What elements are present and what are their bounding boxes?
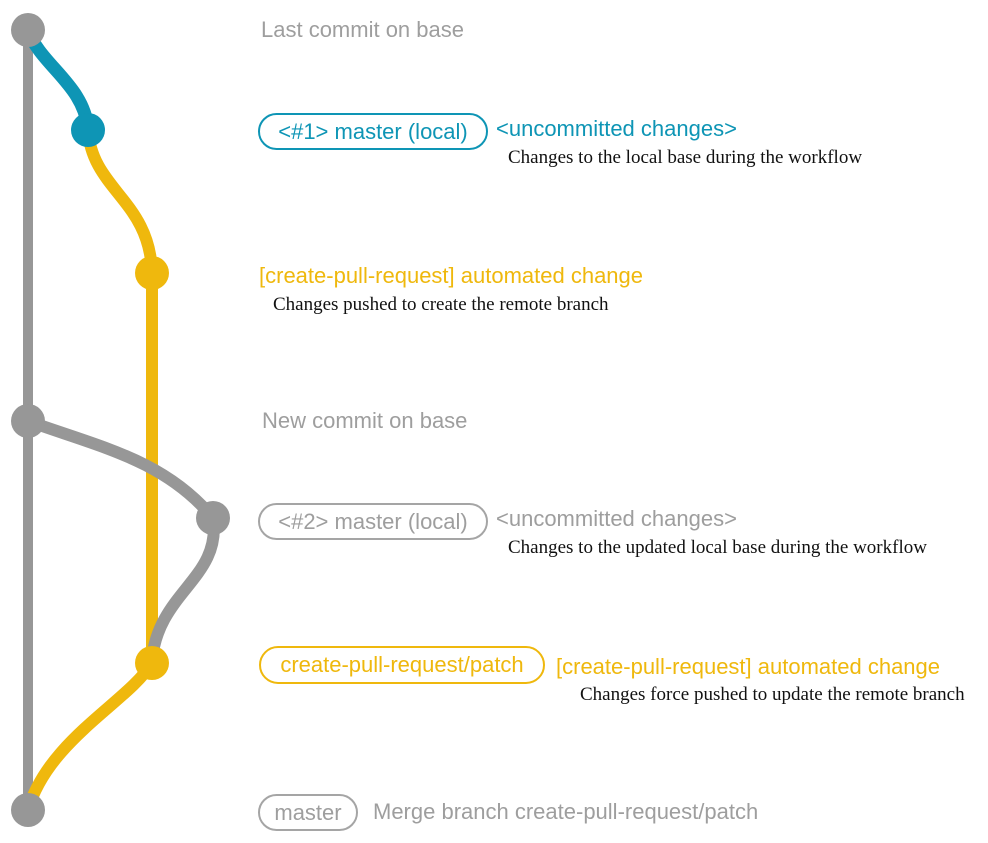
commit-dot-automated-change-1 [135,256,169,290]
branch-pill-master-local-2: <#2> master (local) [258,503,488,540]
desc-uncommitted-changes-1: Changes to the local base during the wor… [508,147,863,168]
label-new-commit-on-base: New commit on base [262,408,468,433]
rebase-branch-curve-in [146,517,220,661]
label-automated-change-1: [create-pull-request] automated change [259,263,644,288]
commit-dot-merge-commit [11,793,45,827]
branch-pill-master-local-1-label: <#1> master (local) [278,118,468,144]
branch-pill-patch: create-pull-request/patch [259,646,545,684]
desc-automated-change-1: Changes pushed to create the remote bran… [273,294,609,315]
commit-dot-last-commit-on-base [11,13,45,47]
branch-pill-master: master [258,794,358,831]
label-merge-branch: Merge branch create-pull-request/patch [373,799,759,824]
rebase-branch-curve-out [25,415,218,522]
commit-dot-new-commit-on-base [11,404,45,438]
commit-graph [11,13,230,827]
label-last-commit-on-base: Last commit on base [261,17,464,42]
branch-pill-master-local-1: <#1> master (local) [258,113,488,150]
merge-curve [22,659,158,812]
branch-pill-master-label: master [274,799,342,825]
commit-dot-uncommitted-changes-2 [196,501,230,535]
commit-dot-uncommitted-changes-1 [71,113,105,147]
desc-uncommitted-changes-2: Changes to the updated local base during… [508,537,927,558]
desc-automated-change-2: Changes force pushed to update the remot… [580,684,965,705]
branch-pill-master-local-2-label: <#2> master (local) [278,508,468,534]
branch-pill-patch-label: create-pull-request/patch [280,652,524,677]
patch-branch-curve-1 [82,129,158,663]
local-branch-curve [21,27,95,131]
commit-dot-automated-change-2 [135,646,169,680]
label-uncommitted-changes-2: <uncommitted changes> [496,506,737,531]
label-automated-change-2: [create-pull-request] automated change [556,654,941,679]
label-uncommitted-changes-1: <uncommitted changes> [496,116,737,141]
